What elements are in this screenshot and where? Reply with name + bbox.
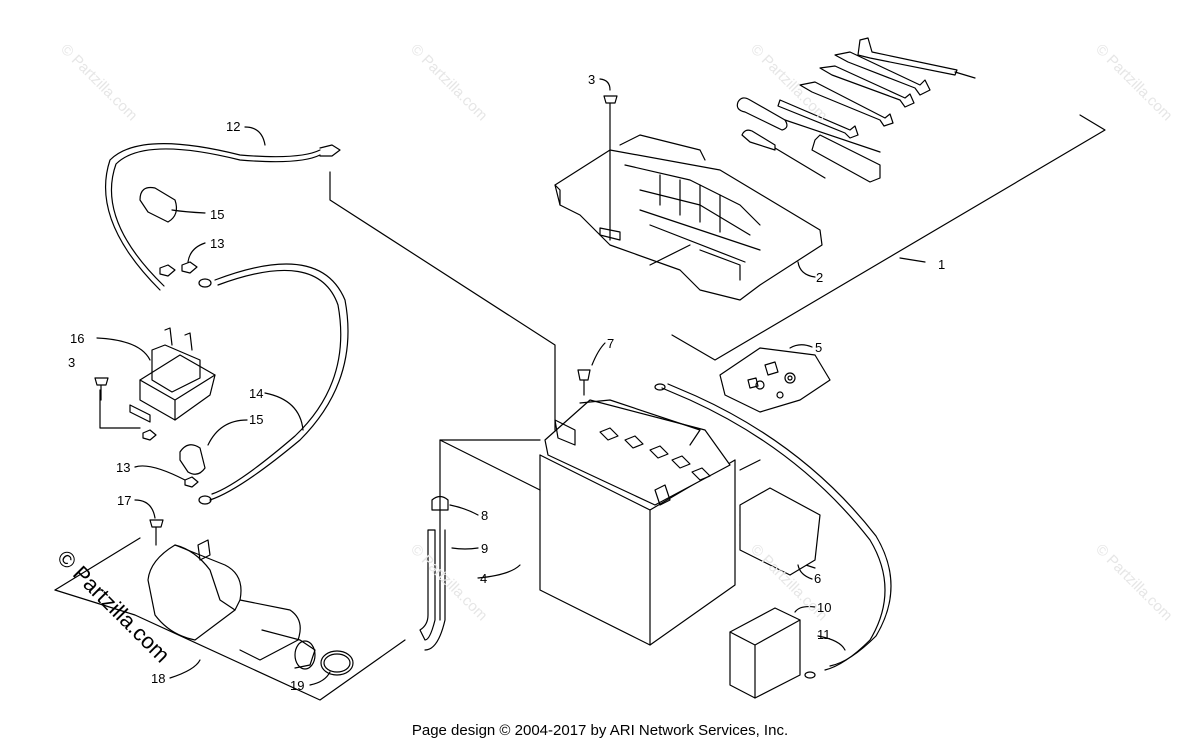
callout-9: 9 xyxy=(481,541,489,556)
callout-16: 16 xyxy=(70,331,85,346)
watermark: © Partzilla.com xyxy=(1092,41,1175,124)
callout-1: 1 xyxy=(938,257,946,272)
callout-3: 3 xyxy=(588,72,596,87)
callout-6: 6 xyxy=(814,571,822,586)
callout-4: 4 xyxy=(480,571,488,586)
battery xyxy=(539,399,736,646)
leader-lines xyxy=(54,114,1106,701)
tool-kit xyxy=(736,37,976,183)
terminal-boot-lower xyxy=(179,444,206,475)
battery-cable xyxy=(654,383,892,679)
starter-cable xyxy=(198,263,349,505)
watermark: © Partzilla.com xyxy=(1092,541,1175,624)
starter-solenoid xyxy=(129,327,216,423)
callout-10: 10 xyxy=(817,600,832,615)
starter-motor xyxy=(147,539,316,670)
callout-7: 7 xyxy=(607,336,615,351)
watermark: © Partzilla.com xyxy=(407,541,490,624)
callout-8: 8 xyxy=(481,508,489,523)
screws xyxy=(94,95,618,546)
callout-15: 15 xyxy=(210,207,225,222)
page-footer: Page design © 2004-2017 by ARI Network S… xyxy=(411,722,789,739)
terminal-nuts xyxy=(142,261,199,488)
callout-18: 18 xyxy=(151,671,166,686)
callout-13: 13 xyxy=(116,460,131,475)
vent-tube xyxy=(419,495,449,651)
ground-cable xyxy=(104,143,341,291)
callout-5: 5 xyxy=(815,340,823,355)
battery-pad xyxy=(739,487,821,576)
callout-12: 12 xyxy=(226,119,241,134)
callout-leaders xyxy=(96,78,846,686)
callout-13: 13 xyxy=(210,236,225,251)
callout-2: 2 xyxy=(816,270,824,285)
callout-19: 19 xyxy=(290,678,305,693)
callout-3: 3 xyxy=(68,355,76,370)
foam-block xyxy=(729,607,801,699)
watermark: © Partzilla.com xyxy=(747,41,830,124)
watermarks: © Partzilla.com © Partzilla.com © Partzi… xyxy=(57,41,1175,624)
callout-14: 14 xyxy=(249,386,264,401)
callout-15: 15 xyxy=(249,412,264,427)
callout-11: 11 xyxy=(817,627,831,642)
o-ring xyxy=(320,650,354,676)
tool-tray xyxy=(554,134,823,301)
watermark: © Partzilla.com xyxy=(57,41,140,124)
callout-17: 17 xyxy=(117,493,132,508)
hardware-kit xyxy=(719,347,831,413)
watermark: © Partzilla.com xyxy=(407,41,490,124)
terminal-boot-upper xyxy=(139,186,178,223)
